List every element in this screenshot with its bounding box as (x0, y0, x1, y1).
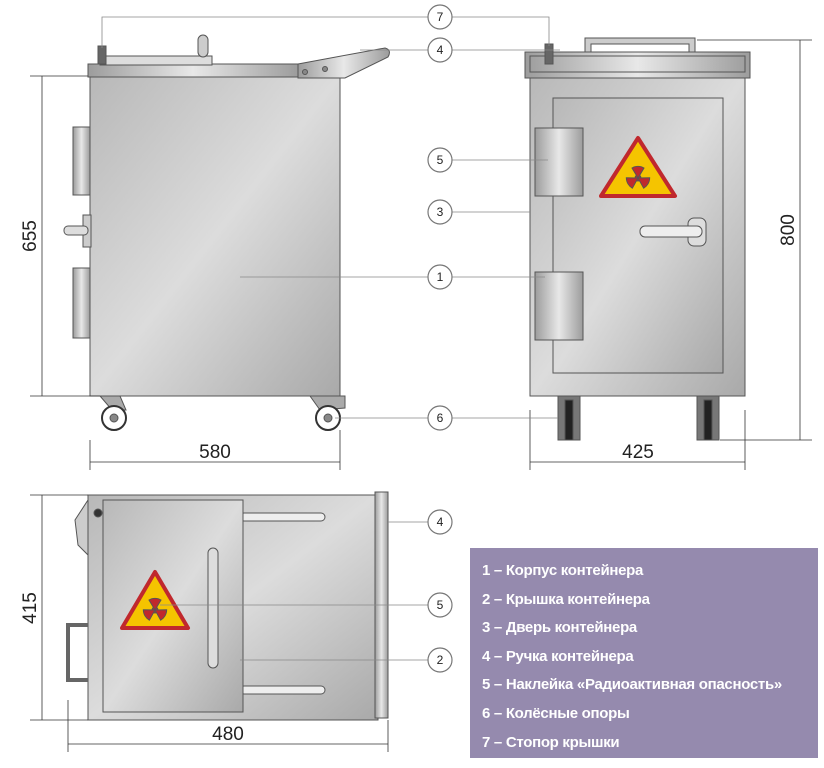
hinge-icon (534, 127, 584, 197)
callout-5 (427, 147, 453, 173)
legend-item: 7 – Стопор крышки (482, 733, 620, 751)
top-view (66, 491, 389, 721)
front-width-label: 425 (622, 442, 654, 463)
callouts (427, 4, 453, 673)
front-view (524, 37, 751, 441)
callout-4 (427, 37, 453, 63)
top-depth-label: 415 (20, 592, 41, 624)
callout-4-top (427, 509, 453, 535)
side-lid (87, 63, 299, 78)
side-width-label: 580 (199, 442, 231, 463)
callout-1 (427, 264, 453, 290)
callout-6 (427, 405, 453, 431)
callout-label: 7 (437, 10, 444, 24)
legend-item: 3 – Дверь контейнера (482, 619, 637, 637)
callout-5-top (427, 592, 453, 618)
legend: 1 – Корпус контейнера 2 – Крышка контейн… (470, 548, 818, 758)
legend-item: 1 – Корпус контейнера (482, 562, 644, 579)
front-handle (584, 37, 696, 53)
hinge-icon (72, 267, 91, 339)
side-body (89, 75, 341, 397)
callout-label: 5 (437, 153, 444, 167)
callout-label: 3 (437, 205, 444, 219)
callout-label: 5 (437, 598, 444, 612)
front-height-label: 800 (778, 214, 799, 246)
callout-label: 4 (437, 515, 444, 529)
top-width-label: 480 (212, 724, 244, 745)
callout-label: 4 (437, 43, 444, 57)
side-height-label: 655 (20, 220, 41, 252)
callout-label: 2 (437, 653, 444, 667)
callout-7 (427, 4, 453, 30)
hinge-icon (534, 271, 584, 341)
legend-item: 4 – Ручка контейнера (482, 647, 634, 665)
hinge-icon (72, 126, 91, 196)
stopper-icon (97, 45, 107, 65)
callout-label: 1 (437, 270, 444, 284)
legend-item: 2 – Крышка контейнера (482, 590, 650, 608)
side-view (63, 34, 390, 431)
callout-label: 6 (437, 411, 444, 425)
legend-item: 6 – Колёсные опоры (482, 704, 630, 722)
callout-2 (427, 647, 453, 673)
callout-3 (427, 199, 453, 225)
side-handle (297, 47, 390, 79)
legend-item: 5 – Наклейка «Радиоактивная опасность» (482, 676, 782, 694)
